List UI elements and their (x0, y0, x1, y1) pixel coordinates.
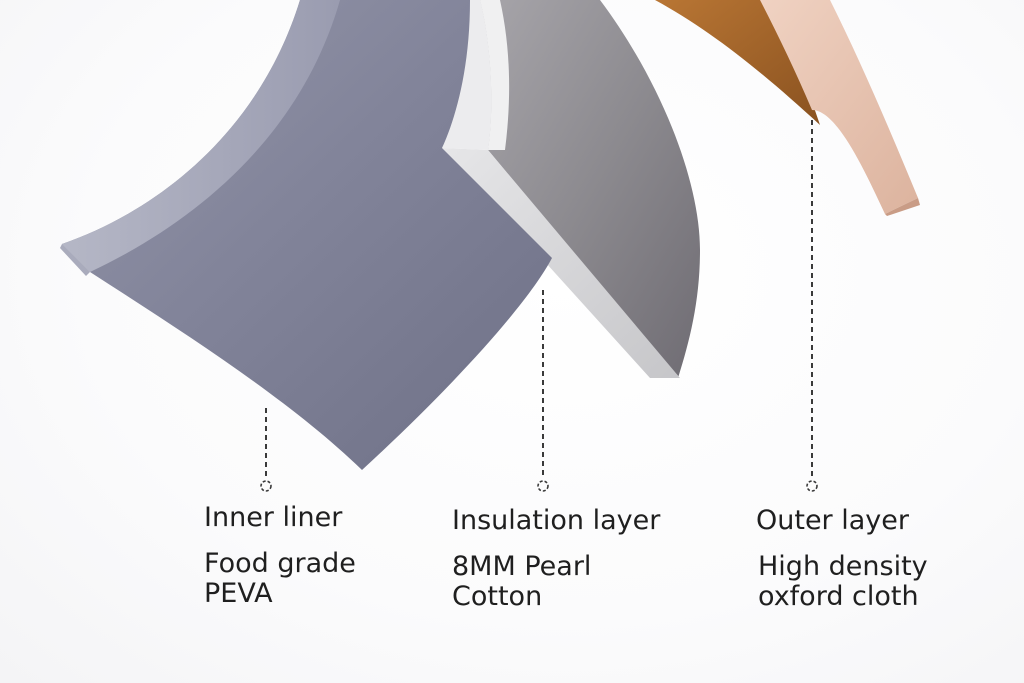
insulation-layer-title: Insulation layer (452, 505, 661, 536)
outer-desc-line-1: High density (758, 551, 928, 582)
outer-layer-description: High density oxford cloth (758, 552, 928, 612)
insulation-layer-shape (442, 0, 700, 378)
inner-liner-shape (60, 0, 552, 470)
outer-layer-shape (655, 0, 920, 216)
inner-liner-desc-line-1: Food grade (204, 548, 356, 579)
inner-liner-title: Inner liner (204, 502, 343, 533)
inner-liner-desc-line-2: PEVA (204, 578, 273, 609)
insulation-desc-line-2: Cotton (452, 581, 543, 612)
outer-desc-line-2: oxford cloth (758, 581, 919, 612)
insulation-layer-description: 8MM Pearl Cotton (452, 552, 591, 612)
leader-line-inner (260, 408, 272, 492)
outer-layer-title: Outer layer (756, 505, 909, 536)
leader-line-outer (806, 120, 818, 492)
leader-line-insulation (537, 290, 549, 492)
insulation-desc-line-1: 8MM Pearl (452, 551, 592, 582)
inner-liner-description: Food grade PEVA (204, 549, 356, 609)
